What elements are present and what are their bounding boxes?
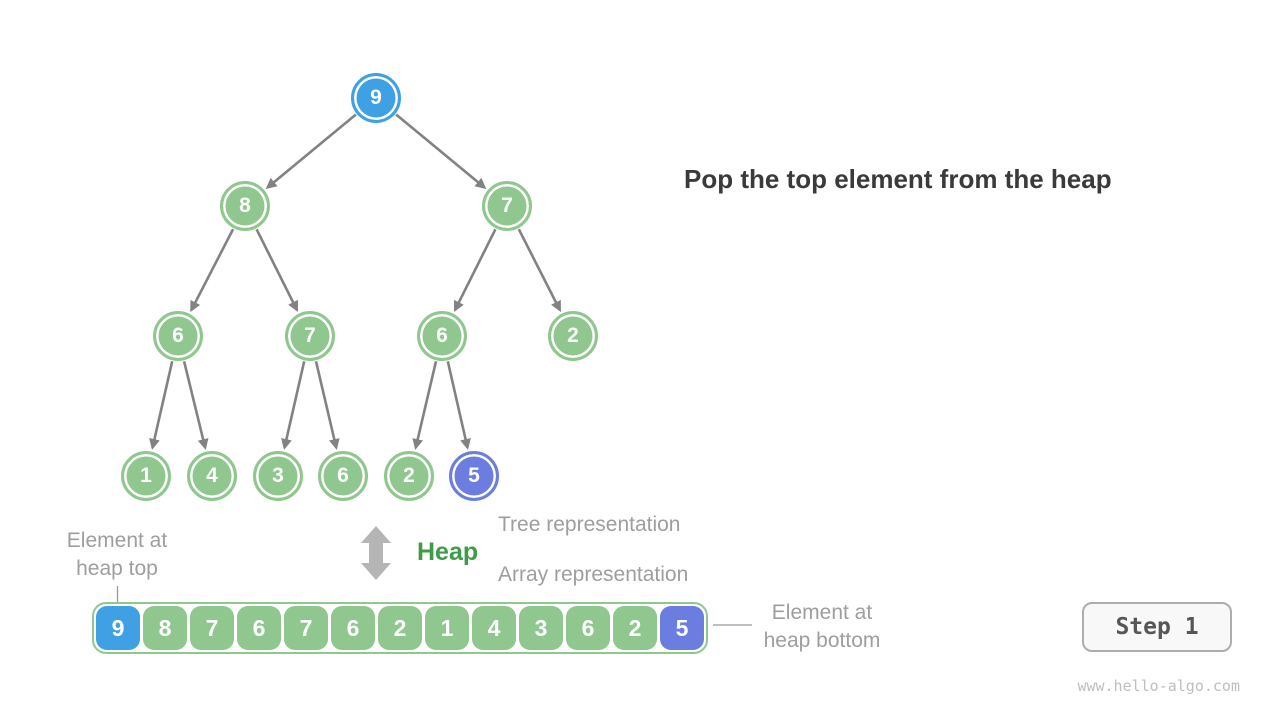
array-cell-6: 6 xyxy=(566,606,610,650)
array-cell-6: 6 xyxy=(237,606,281,650)
heap-bottom-label: Element at heap bottom xyxy=(764,599,881,655)
heap-double-arrow-icon xyxy=(361,526,391,580)
tree-edge xyxy=(149,361,174,450)
heap-bottom-label-line2: heap bottom xyxy=(763,629,881,652)
array-cell-8: 8 xyxy=(143,606,187,650)
tree-node-6: 6 xyxy=(417,311,467,361)
array-cell-1: 1 xyxy=(425,606,469,650)
array-representation-label: Array representation xyxy=(498,563,689,586)
tree-edge xyxy=(412,361,438,450)
tree-node-6: 6 xyxy=(153,311,203,361)
tree-edge xyxy=(182,360,209,450)
tree-node-2: 2 xyxy=(548,311,598,361)
tree-edge xyxy=(314,361,340,450)
tree-node-6: 6 xyxy=(318,451,368,501)
array-cell-3: 3 xyxy=(519,606,563,650)
tree-node-2: 2 xyxy=(384,451,434,501)
watermark: www.hello-algo.com xyxy=(1077,677,1240,695)
heap-top-label-line2: heap top xyxy=(76,557,158,580)
tree-node-7: 7 xyxy=(482,181,532,231)
array-cell-7: 7 xyxy=(284,606,328,650)
tree-node-3: 3 xyxy=(253,451,303,501)
array-cell-2: 2 xyxy=(613,606,657,650)
array-cell-2: 2 xyxy=(378,606,422,650)
array-cell-9: 9 xyxy=(96,606,140,650)
heap-top-label-line1: Element at xyxy=(66,529,168,552)
tree-edges xyxy=(149,113,562,450)
tree-node-1: 1 xyxy=(121,451,171,501)
array-cell-5: 5 xyxy=(660,606,704,650)
tree-edge xyxy=(453,228,497,313)
heap-top-label: Element at heap top xyxy=(67,527,167,583)
tree-edge xyxy=(281,361,306,450)
array-cell-6: 6 xyxy=(331,606,375,650)
heap-bottom-label-line1: Element at xyxy=(771,601,873,624)
tree-edge xyxy=(517,228,562,313)
step-badge: Step 1 xyxy=(1082,602,1232,652)
tree-edge xyxy=(190,228,235,313)
array-cell-4: 4 xyxy=(472,606,516,650)
tree-node-7: 7 xyxy=(285,311,335,361)
page-title: Pop the top element from the heap xyxy=(684,164,1112,194)
tree-edge xyxy=(265,113,357,189)
tree-node-5: 5 xyxy=(449,451,499,501)
tree-node-8: 8 xyxy=(220,181,270,231)
tree-edge xyxy=(255,228,299,313)
tree-edge xyxy=(395,113,487,189)
array-cell-7: 7 xyxy=(190,606,234,650)
tree-node-9: 9 xyxy=(351,73,401,123)
heap-label: Heap xyxy=(417,538,479,566)
tree-node-4: 4 xyxy=(187,451,237,501)
tree-edge xyxy=(446,361,471,450)
tree-representation-label: Tree representation xyxy=(498,513,681,536)
